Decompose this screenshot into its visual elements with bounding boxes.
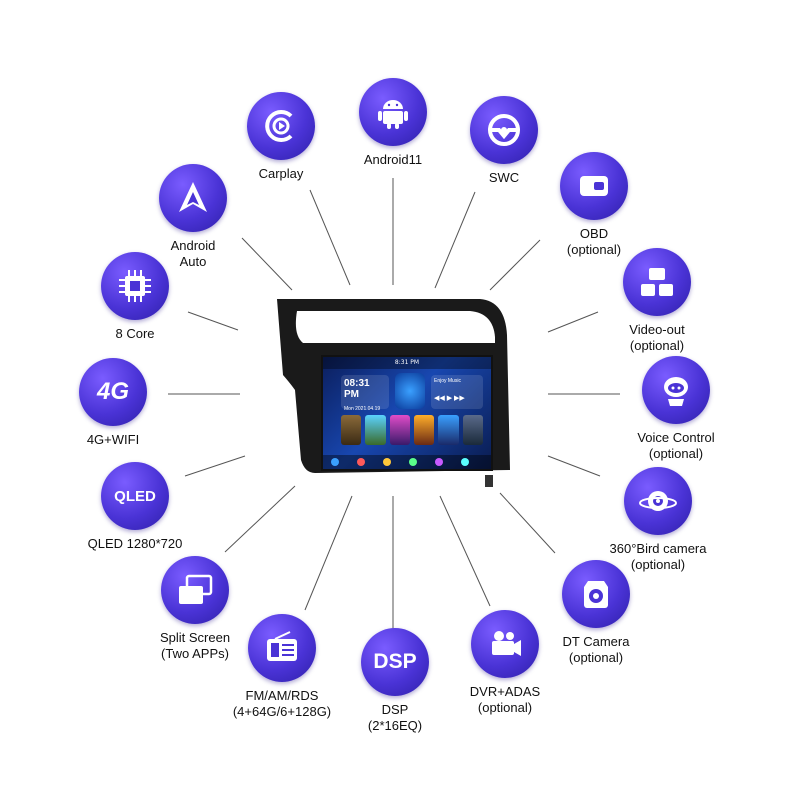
feature-label: QLED 1280*720 — [87, 536, 183, 551]
feature-360-camera: 360°Bird camera(optional) — [583, 467, 733, 573]
dash-camera-icon — [562, 560, 630, 628]
steering-wheel-icon — [470, 96, 538, 164]
feature-label: Carplay — [258, 166, 304, 181]
cpu-chip-icon — [101, 252, 169, 320]
dsp-icon: DSP — [361, 628, 429, 696]
feature-label: 4G+WIFI — [86, 432, 140, 447]
feature-dsp: DSP DSP(2*16EQ) — [320, 628, 470, 734]
app-dock — [323, 455, 491, 469]
feature-label: Video-out(optional) — [629, 322, 685, 353]
device-status-bar: 8:31 PM — [323, 357, 491, 369]
clock-widget: 08:31 PM Mon 2021.04.19 — [341, 375, 389, 412]
carplay-icon — [247, 92, 315, 160]
obd-connector-icon — [560, 152, 628, 220]
app-row — [341, 415, 483, 445]
4g-icon: 4G — [79, 358, 147, 426]
device-screen: 8:31 PM 08:31 PM Mon 2021.04.19 Enjoy Mu… — [321, 355, 493, 471]
video-out-icon — [623, 248, 691, 316]
feature-carplay: Carplay — [206, 92, 356, 182]
qled-icon: QLED — [101, 462, 169, 530]
robot-assistant-icon — [642, 356, 710, 424]
android-widget — [395, 373, 425, 409]
feature-label: Split Screen(Two APPs) — [159, 630, 231, 661]
feature-label: DSP(2*16EQ) — [367, 702, 423, 733]
feature-dvr-adas: DVR+ADAS(optional) — [430, 610, 580, 716]
feature-label: 8 Core — [115, 326, 155, 341]
android-auto-icon — [159, 164, 227, 232]
feature-obd: OBD(optional) — [519, 152, 669, 258]
feature-qled: QLED QLED 1280*720 — [60, 462, 210, 552]
feature-label: OBD(optional) — [566, 226, 622, 257]
feature-voice-control: Voice Control(optional) — [601, 356, 751, 462]
feature-android11: Android11 — [318, 78, 468, 168]
feature-label: 360°Bird camera(optional) — [609, 541, 707, 572]
feature-label: DVR+ADAS(optional) — [469, 684, 541, 715]
feature-8-core: 8 Core — [60, 252, 210, 342]
android-robot-icon — [359, 78, 427, 146]
feature-video-out: Video-out(optional) — [582, 248, 732, 354]
feature-swc: SWC — [429, 96, 579, 186]
head-unit-device: 8:31 PM 08:31 PM Mon 2021.04.19 Enjoy Mu… — [275, 295, 515, 487]
feature-label: Android11 — [363, 152, 423, 167]
feature-dt-camera: DT Camera(optional) — [521, 560, 671, 666]
music-widget: Enjoy Music ◀◀ ▶ ▶▶ — [431, 375, 483, 409]
feature-label: SWC — [488, 170, 520, 185]
video-camera-icon — [471, 610, 539, 678]
radio-icon — [248, 614, 316, 682]
feature-4g-wifi: 4G 4G+WIFI — [38, 358, 188, 448]
feature-label: FM/AM/RDS(4+64G/6+128G) — [232, 688, 332, 719]
feature-split-screen: Split Screen(Two APPs) — [120, 556, 270, 662]
360-camera-icon — [624, 467, 692, 535]
feature-radio: FM/AM/RDS(4+64G/6+128G) — [207, 614, 357, 720]
feature-label: DT Camera(optional) — [562, 634, 630, 665]
feature-label: Voice Control(optional) — [637, 430, 715, 461]
split-screen-icon — [161, 556, 229, 624]
